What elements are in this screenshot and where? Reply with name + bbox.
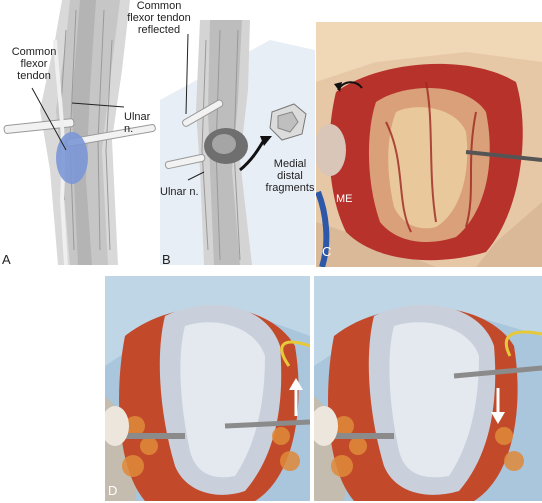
label-medial-distal-fragments: Medial distal fragments (265, 158, 315, 194)
panel-letter-c: C (322, 244, 332, 259)
panel-b-illustration (160, 0, 315, 265)
panel-d-photo-right (314, 276, 542, 501)
panel-d-photo-left (105, 276, 310, 501)
medial-distal-fragments-drawing (269, 103, 307, 141)
label-common-flexor-tendon-reflected: Common flexor tendon reflected (127, 0, 191, 36)
label-me: ME (336, 193, 353, 205)
panel-a-illustration (0, 0, 160, 265)
label-ulnar-n-a: Ulnar n. (124, 111, 151, 135)
panel-letter-a: A (2, 252, 11, 267)
common-flexor-tendon-highlight (56, 132, 88, 184)
panel-letter-b: B (162, 252, 171, 267)
label-ulnar-n-b: Ulnar n. (160, 186, 199, 198)
panel-c-photo (316, 22, 542, 267)
panel-letter-d: D (108, 483, 118, 498)
label-common-flexor-tendon-a: Common flexor tendon (11, 46, 57, 82)
